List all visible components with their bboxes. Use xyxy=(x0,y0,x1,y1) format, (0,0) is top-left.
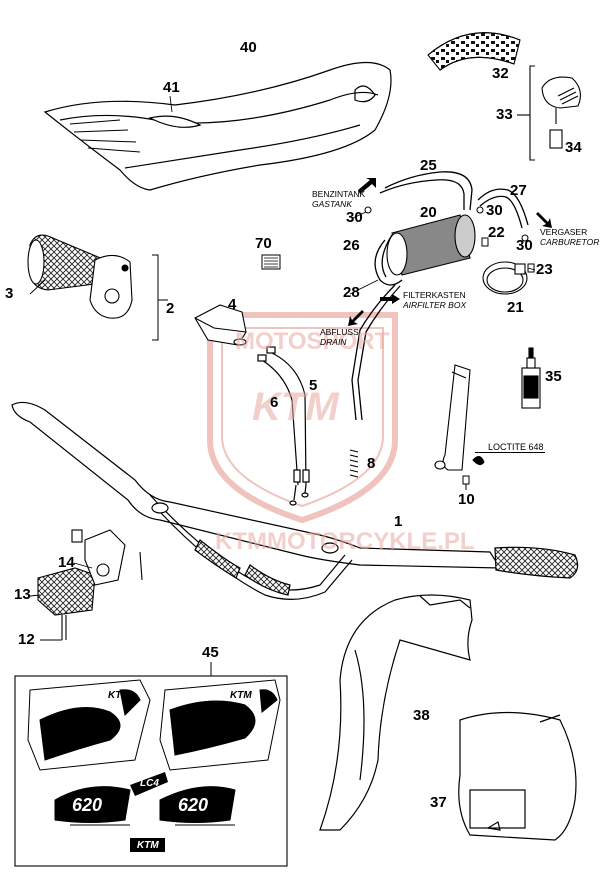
label-30c: 30 xyxy=(516,237,533,254)
label-33: 33 xyxy=(496,106,513,123)
handlebar-drawing xyxy=(11,401,579,600)
label-13: 13 xyxy=(14,586,31,603)
decal-ktm-bottom xyxy=(130,838,165,852)
watermark-shield xyxy=(207,312,398,524)
front-fender-drawing xyxy=(319,594,473,831)
label-38: 38 xyxy=(413,707,430,724)
fork-guard-piece xyxy=(434,364,471,471)
decal-ktm-left: KTM xyxy=(108,690,130,701)
bottle-35 xyxy=(521,347,541,409)
label-70: 70 xyxy=(255,235,272,252)
rear-light-drawing xyxy=(37,529,143,640)
watermark-brand: KTM xyxy=(252,385,339,429)
label-3: 3 xyxy=(5,285,14,302)
note-loctite: LOCTITE 648 xyxy=(488,442,544,452)
decal-lc4 xyxy=(130,772,168,796)
headlight-mask-drawing xyxy=(458,711,577,841)
label-25: 25 xyxy=(420,157,437,174)
bracket-2 xyxy=(152,254,168,341)
label-28: 28 xyxy=(343,284,360,301)
watermark-top-text: MOTOSPORT xyxy=(235,328,390,355)
decal-shroud-right xyxy=(159,679,281,771)
label-2: 2 xyxy=(166,300,175,317)
label-23: 23 xyxy=(536,261,553,278)
label-30b: 30 xyxy=(486,202,503,219)
label-12: 12 xyxy=(18,631,35,648)
decal-number-plates xyxy=(54,786,236,826)
label-45: 45 xyxy=(202,644,219,661)
label-40: 40 xyxy=(240,39,257,56)
tire-drawing xyxy=(427,32,521,71)
label-37: 37 xyxy=(430,794,447,811)
label-32: 32 xyxy=(492,65,509,82)
spring-8 xyxy=(349,449,359,478)
label-1: 1 xyxy=(394,513,403,530)
label-30a: 30 xyxy=(346,209,363,226)
decal-shroud-left xyxy=(27,679,151,771)
throttle-cables xyxy=(257,346,310,506)
decal-ktm-bottom-text: KTM xyxy=(137,840,159,851)
label-5: 5 xyxy=(309,377,318,394)
label-35: 35 xyxy=(545,368,562,385)
decal-number-right: 620 xyxy=(178,795,209,815)
label-20: 20 xyxy=(420,204,437,221)
arrows xyxy=(348,178,552,326)
decal-lc4-text: LC4 xyxy=(140,778,159,789)
throttle-grip-drawing xyxy=(27,234,133,319)
decal-number-left: 620 xyxy=(72,795,103,815)
note-loctite-underline xyxy=(475,452,545,453)
watermark-url: KTMMOTORCYKLE.PL xyxy=(215,528,475,555)
screw-10 xyxy=(462,456,485,490)
label-27: 27 xyxy=(510,182,527,199)
label-41: 41 xyxy=(163,79,180,96)
seat-drawing xyxy=(43,61,392,191)
label-22: 22 xyxy=(488,224,505,241)
label-10: 10 xyxy=(458,491,475,508)
clamp-21 xyxy=(482,261,528,295)
fuel-filter-20 xyxy=(386,214,476,276)
label-26: 26 xyxy=(343,237,360,254)
label-8: 8 xyxy=(367,455,376,472)
label-34: 34 xyxy=(565,139,582,156)
label-6: 6 xyxy=(270,394,279,411)
label-4: 4 xyxy=(228,296,237,313)
fuel-hoses xyxy=(351,171,529,421)
valve-kit-box xyxy=(517,65,581,161)
plate-70 xyxy=(261,254,281,270)
label-21: 21 xyxy=(507,299,524,316)
part-4-block xyxy=(194,304,247,346)
decal-ktm-right: KTM xyxy=(230,690,252,701)
label-14: 14 xyxy=(58,554,75,571)
